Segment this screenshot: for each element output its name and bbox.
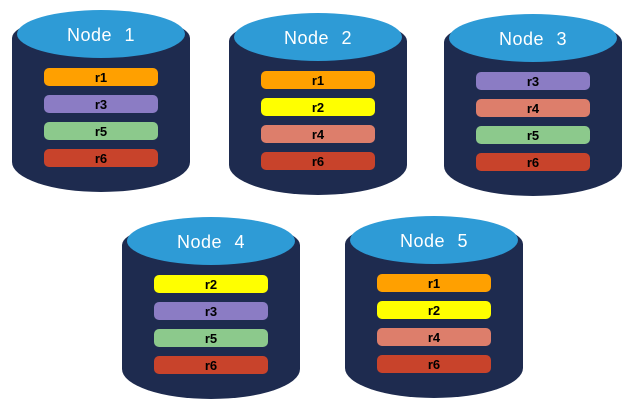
replica-bar-r4: r4 [377,328,491,346]
replica-bar-r6: r6 [377,355,491,373]
replica-bar-r5: r5 [476,126,590,144]
database-node-node-3: Node 3 r3 r4 r5 r6 [444,14,622,196]
replica-bar-r2: r2 [377,301,491,319]
node-title: Node 5 [399,230,469,251]
replica-bar-r6: r6 [261,152,375,170]
replica-bar-r3: r3 [476,72,590,90]
cylinder-top-ellipse: Node 3 [449,14,617,62]
replica-bar-r1: r1 [377,274,491,292]
node-title: Node 3 [498,28,568,49]
database-node-node-2: Node 2 r1 r2 r4 r6 [229,13,407,195]
cylinder-top-ellipse: Node 5 [350,216,518,264]
database-node-node-5: Node 5 r1 r2 r4 r6 [345,216,523,398]
replica-bar-r1: r1 [261,71,375,89]
cylinder-top-ellipse: Node 4 [127,217,295,265]
replica-bar-r4: r4 [261,125,375,143]
node-title: Node 2 [283,27,353,48]
replica-list: r1 r2 r4 r6 [377,274,491,373]
replica-bar-r1: r1 [44,68,158,86]
node-title: Node 4 [176,231,246,252]
cylinder-top-ellipse: Node 1 [17,10,185,58]
replica-bar-r2: r2 [154,275,268,293]
replica-bar-r6: r6 [44,149,158,167]
replica-bar-r5: r5 [154,329,268,347]
replica-bar-r5: r5 [44,122,158,140]
replica-bar-r6: r6 [154,356,268,374]
cylinder-top-ellipse: Node 2 [234,13,402,61]
replica-list: r2 r3 r5 r6 [154,275,268,374]
database-node-node-4: Node 4 r2 r3 r5 r6 [122,217,300,399]
replica-bar-r3: r3 [44,95,158,113]
replica-list: r1 r3 r5 r6 [44,68,158,167]
node-title: Node 1 [66,24,136,45]
replica-bar-r3: r3 [154,302,268,320]
replica-bar-r2: r2 [261,98,375,116]
replica-bar-r4: r4 [476,99,590,117]
database-node-node-1: Node 1 r1 r3 r5 r6 [12,10,190,192]
replica-list: r3 r4 r5 r6 [476,72,590,171]
replica-bar-r6: r6 [476,153,590,171]
replica-list: r1 r2 r4 r6 [261,71,375,170]
